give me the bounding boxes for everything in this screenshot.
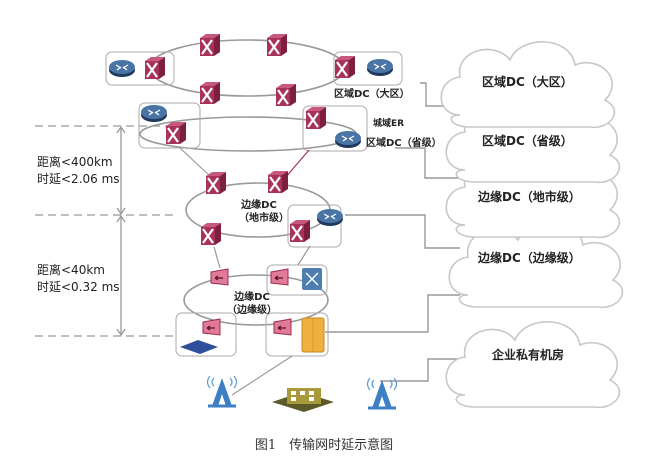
router-icon (316, 208, 344, 227)
cloud-shape (445, 321, 621, 409)
switch-icon (333, 54, 357, 80)
regional-province-ring (138, 102, 368, 179)
edge-level-ring (175, 264, 329, 396)
edge-city-label-line2: （地市级） (239, 213, 289, 224)
cloud-label-regional-province: 区域DC（省级） (482, 134, 573, 148)
distance-guides (35, 125, 175, 337)
switch-icon (143, 55, 167, 81)
router-icon (366, 58, 394, 77)
cloud-label-edge-level: 边缘DC（边缘级） (478, 251, 581, 265)
regional-large-ring (105, 32, 403, 108)
edge-device-icon (270, 268, 289, 286)
router-icon (108, 59, 136, 78)
cloud-label-edge-city: 边缘DC（地市级） (478, 190, 581, 204)
switch-icon (198, 32, 222, 58)
wireless-tower-icon (366, 376, 398, 410)
regional-province-label: 区域DC（省级） (366, 138, 442, 149)
switch-icon (266, 169, 290, 195)
distance-label: 距离<400km (37, 155, 113, 169)
switch-icon (288, 218, 312, 244)
latency-label: 时延<2.06 ms (37, 172, 120, 186)
enterprise-building-icon (272, 388, 334, 412)
edge-level-label: 边缘DC （边缘级） (226, 291, 278, 317)
switch-icon (204, 170, 228, 196)
switch-icon (199, 221, 223, 247)
cloud-label-regional-large: 区域DC（大区） (482, 75, 573, 89)
distance-group-1: 距离<400km 时延<2.06 ms (37, 154, 120, 188)
router-icon (334, 130, 362, 149)
edge-city-ring (185, 169, 344, 269)
latency-label: 时延<0.32 ms (37, 280, 120, 294)
edge-city-label: 边缘DC （地市级） (239, 199, 289, 225)
distance-arrows (116, 125, 126, 337)
edge-city-label-line1: 边缘DC (241, 200, 277, 211)
edge-level-label-line2: （边缘级） (227, 305, 277, 316)
router-icon (140, 104, 168, 123)
switch-icon (164, 120, 188, 146)
connector-lines (325, 82, 470, 382)
switch-box-icon (180, 340, 218, 354)
edge-device-icon (210, 268, 229, 286)
figure-caption: 图1 传输网时延示意图 (254, 438, 394, 453)
edge-level-label-line1: 边缘DC (234, 292, 270, 303)
distance-label: 距离<40km (37, 263, 105, 277)
distance-group-2: 距离<40km 时延<0.32 ms (37, 262, 120, 296)
cloud-label-enterprise: 企业私有机房 (492, 348, 565, 362)
switch-icon (274, 82, 298, 108)
switch-icon (265, 32, 289, 58)
wireless-tower-icon (206, 374, 238, 408)
edge-device-icon (202, 318, 221, 336)
switch-icon (304, 105, 328, 131)
switch-icon (198, 80, 222, 106)
metro-er-label: 城域ER (373, 119, 405, 129)
edge-device-icon (273, 318, 292, 336)
regional-large-label: 区域DC（大区） (334, 89, 410, 100)
